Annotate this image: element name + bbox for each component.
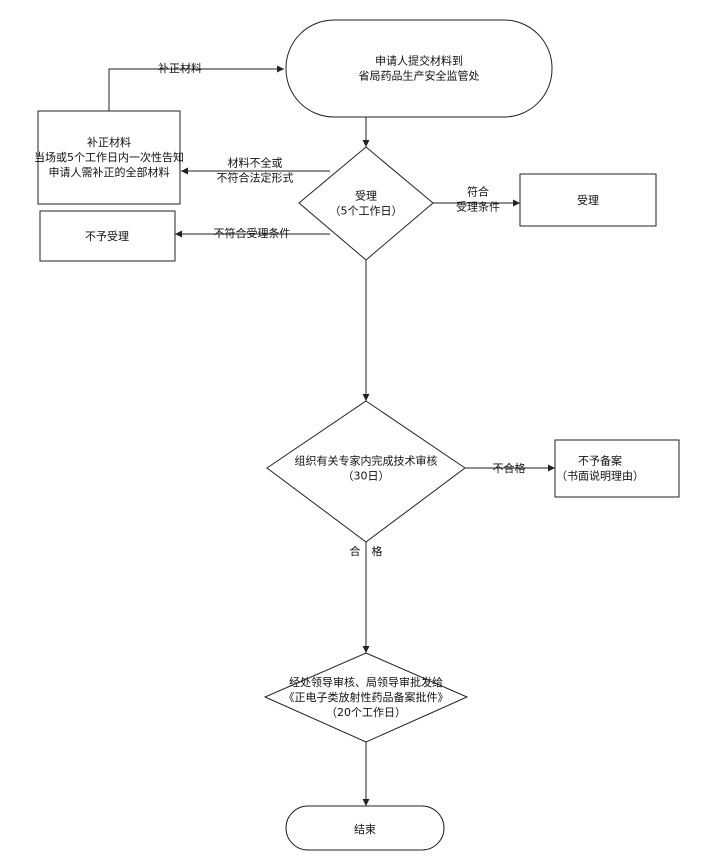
label-incomplete: 材料不全或不符合法定形式 [217,156,294,185]
text-line: （5个工作日） [330,205,403,218]
node-accepted: 受理 [519,173,657,227]
text-line: 省局药品生产安全监管处 [359,69,480,83]
text-line: 符合 [467,185,489,199]
label-pass: 合 格 [350,544,383,558]
text-line: 受理 [355,190,377,203]
text-line: 材料不全或 [228,156,283,170]
text-line: 结束 [354,823,376,836]
text-line: 不符合法定形式 [217,171,294,185]
node-review-text: 组织有关专家内完成技术审核 （30日） [295,454,438,483]
label-supplement-return: 补正材料 [158,61,202,75]
text-line: 当场或5个工作日内一次性告知 [34,150,184,164]
text-line: 申请人提交材料到 [375,54,463,68]
text-line: 组织有关专家内完成技术审核 [295,454,438,468]
text-line: （书面说明理由） [556,469,644,483]
label-fail: 不合格 [493,461,526,475]
text-line: 申请人需补正的全部材料 [49,165,170,179]
text-line: （20个工作日） [326,706,406,719]
text-line: 经处领导审核、局领导审批发给 [289,675,443,689]
text-line: 受理条件 [456,200,500,214]
node-review: 组织有关专家内完成技术审核 （30日） [266,400,466,543]
node-start-text: 申请人提交材料到省局药品生产安全监管处 [359,54,480,83]
node-rejected-text: 不予受理 [85,230,129,243]
node-accepted-text: 受理 [577,194,599,207]
node-approve-text: 经处领导审核、局领导审批发给《正电子类放射性药品备案批件》 （20个工作日） [284,675,449,719]
node-rejected: 不予受理 [39,210,176,262]
node-accept-decision: 受理 （5个工作日） [298,146,434,261]
arrow-supplement-to-start [108,65,284,111]
node-approve: 经处领导审核、局领导审批发给《正电子类放射性药品备案批件》 （20个工作日） [263,652,469,743]
node-end-text: 结束 [354,823,376,836]
node-start: 申请人提交材料到省局药品生产安全监管处 [285,19,553,118]
text-line: 不予受理 [85,230,129,243]
node-accept-decision-text: 受理 （5个工作日） [330,190,403,218]
text-line: 不予备案 [578,454,622,468]
text-line: 《正电子类放射性药品备案批件》 [284,690,449,704]
text-line: 补正材料 [87,135,131,149]
node-supplement: 补正材料当场或5个工作日内一次性告知申请人需补正的全部材料 [34,110,184,205]
text-line: （30日） [343,470,390,483]
label-qualified: 符合受理条件 [456,185,500,214]
node-not-filed-text: 不予备案（书面说明理由） [556,454,644,483]
label-not-qualified: 不符合受理条件 [214,226,291,240]
text-line: 受理 [577,194,599,207]
node-not-filed: 不予备案（书面说明理由） [554,439,680,498]
node-supplement-text: 补正材料当场或5个工作日内一次性告知申请人需补正的全部材料 [34,135,184,179]
node-end: 结束 [285,805,445,851]
